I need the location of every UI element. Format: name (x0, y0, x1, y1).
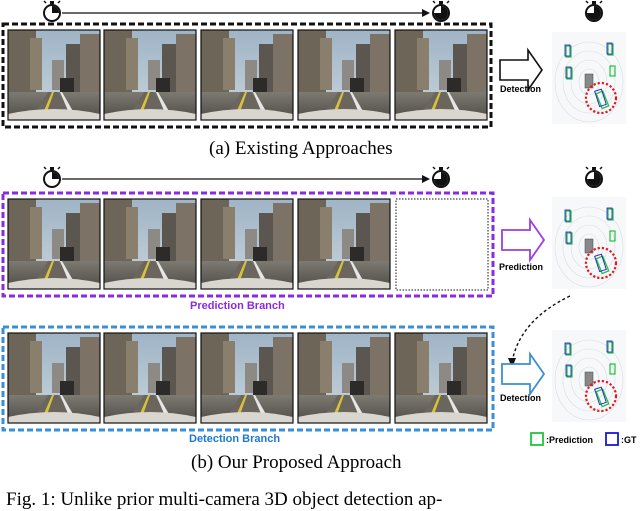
bev-result-existing (550, 30, 628, 126)
timer-start-icon (43, 0, 61, 22)
legend-gt-swatch (605, 432, 619, 446)
detection-arrow (501, 351, 546, 397)
existing-approach-frame (1, 22, 493, 129)
detection-branch-frame (1, 325, 495, 432)
timer-end-icon (585, 0, 603, 22)
arrow-label-detection: Detection (500, 393, 542, 403)
bev-result-detection (550, 328, 628, 424)
detection-arrow-existing (499, 47, 543, 93)
prediction-branch-label: Prediction Branch (190, 300, 285, 312)
caption-proposed: (b) Our Proposed Approach (191, 452, 402, 473)
legend-prediction-label: :Prediction (546, 435, 594, 445)
timer-start-icon (43, 166, 61, 188)
prediction-to-detection-connector (511, 295, 571, 363)
detection-frames (7, 332, 488, 424)
legend-prediction-swatch (530, 432, 544, 446)
detection-branch-label: Detection Branch (189, 433, 281, 445)
caption-existing: (a) Existing Approaches (209, 138, 393, 159)
bev-result-prediction (550, 195, 628, 291)
arrow-label-prediction: Prediction (499, 262, 544, 272)
future-frame-placeholder (395, 198, 489, 291)
prediction-frames (7, 198, 489, 291)
legend-gt-label: :GT (621, 435, 637, 445)
timer-end-icon (432, 0, 450, 22)
prediction-arrow (501, 217, 546, 263)
timer-end-icon (585, 166, 603, 188)
existing-frames (7, 29, 488, 121)
timer-end-icon (432, 166, 450, 188)
figure-caption: Fig. 1: Unlike prior multi-camera 3D obj… (6, 489, 443, 510)
prediction-branch-frame (1, 191, 495, 298)
arrow-label-existing-detection: Detection (500, 84, 542, 94)
